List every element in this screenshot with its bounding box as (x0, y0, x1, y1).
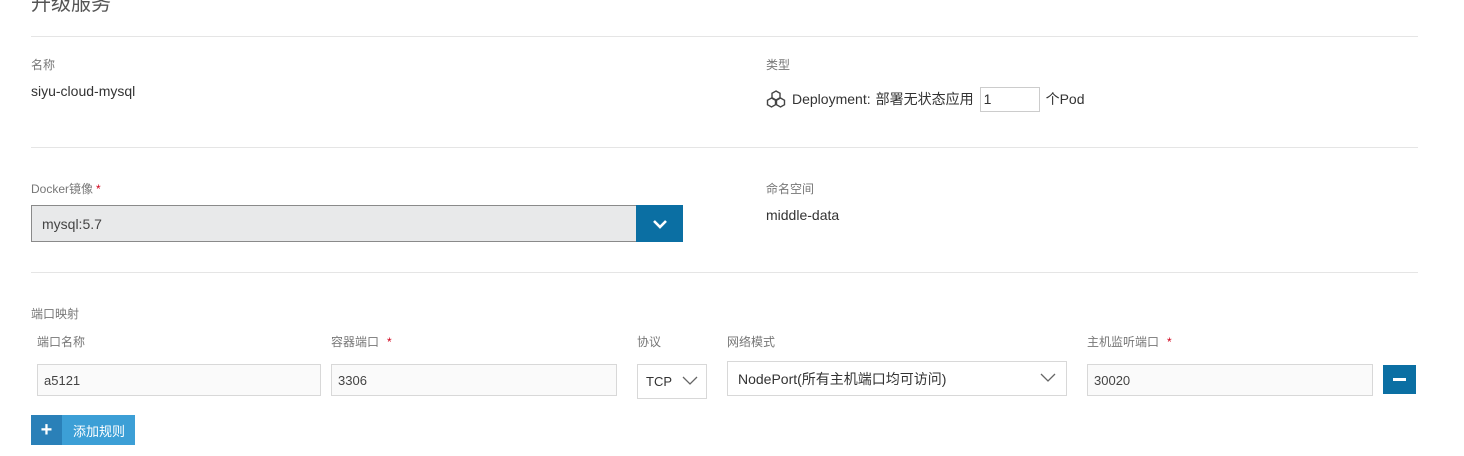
docker-image-dropdown-button[interactable] (636, 205, 683, 242)
network-mode-header: 网络模式 (727, 335, 776, 349)
port-name-input[interactable]: a5121 (37, 364, 321, 396)
chevron-down-icon (652, 219, 667, 229)
deployment-icon (766, 90, 786, 108)
required-mark: * (96, 182, 101, 196)
host-port-value: 30020 (1094, 372, 1131, 388)
chevron-down-icon (682, 376, 698, 385)
divider (31, 147, 1418, 148)
docker-image-input[interactable]: mysql:5.7 (31, 205, 637, 242)
name-value: siyu-cloud-mysql (31, 83, 136, 99)
divider (31, 36, 1418, 37)
type-row: Deployment: 部署无状态应用 个Pod (766, 86, 1085, 112)
chevron-down-icon (1040, 373, 1056, 382)
network-mode-value: NodePort(所有主机端口均可访问) (738, 370, 947, 387)
add-rule-button[interactable]: + 添加规则 (31, 415, 136, 445)
container-port-value: 3306 (338, 372, 367, 388)
page-title: 升级服务 (31, 0, 111, 15)
minus-icon (1393, 378, 1406, 381)
port-mapping-label: 端口映射 (31, 307, 80, 321)
name-label: 名称 (31, 58, 56, 72)
docker-image-value: mysql:5.7 (42, 215, 102, 232)
container-port-header-text: 容器端口 (331, 335, 380, 349)
host-port-header-text: 主机监听端口 (1087, 335, 1160, 349)
container-port-input[interactable]: 3306 (331, 364, 617, 396)
replicas-suffix: 个Pod (1045, 91, 1085, 107)
required-mark: * (387, 335, 392, 349)
container-port-header: 容器端口 * (331, 335, 392, 349)
plus-icon: + (31, 415, 62, 445)
remove-rule-button[interactable] (1383, 365, 1416, 394)
protocol-select[interactable]: TCP (637, 364, 707, 399)
port-name-value: a5121 (44, 372, 81, 388)
replicas-input[interactable] (979, 86, 1040, 112)
host-port-header: 主机监听端口 * (1087, 335, 1172, 349)
required-mark: * (1167, 335, 1172, 349)
add-rule-label: 添加规则 (73, 423, 126, 439)
type-description: 部署无状态应用 (875, 91, 974, 107)
divider (31, 272, 1418, 273)
protocol-value: TCP (646, 374, 672, 389)
docker-image-label: Docker镜像* (31, 182, 101, 196)
network-mode-select[interactable]: NodePort(所有主机端口均可访问) (727, 361, 1067, 396)
host-port-input[interactable]: 30020 (1087, 364, 1373, 396)
namespace-label: 命名空间 (766, 182, 815, 196)
namespace-value: middle-data (766, 207, 840, 223)
docker-image-label-text: Docker镜像 (31, 182, 94, 196)
port-name-header: 端口名称 (37, 335, 86, 349)
type-label: 类型 (766, 58, 791, 72)
protocol-header: 协议 (637, 335, 662, 349)
type-kind: Deployment: (792, 91, 871, 107)
